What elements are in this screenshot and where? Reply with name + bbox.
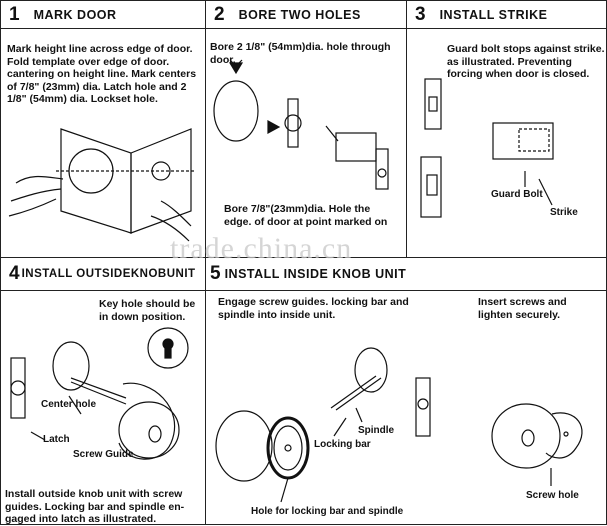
step-4-number: 4 <box>9 263 20 284</box>
watermark: trade.china.cn <box>170 232 353 265</box>
step-4-instructions-bottom: Install outside knob unit with screw gui… <box>5 488 185 525</box>
screw-guide-label: Screw Guide <box>73 449 134 460</box>
latch-label: Latch <box>43 434 70 445</box>
inside-knob-illustration <box>215 347 583 503</box>
step-4-title: INSTALL OUTSIDEKNOBUNIT <box>21 268 196 280</box>
step-3-number: 3 <box>415 3 426 25</box>
step-3-panel: 3 INSTALL STRIKE Guard bolt stops agains… <box>406 0 607 258</box>
step-1-header: 1 MARK DOOR <box>1 1 205 29</box>
step-2-header: 2 BORE TWO HOLES <box>206 1 406 29</box>
spindle-label: Spindle <box>358 425 395 436</box>
hole-for-locking-bar-label: Hole for locking bar and spindle <box>251 506 404 517</box>
step-4-panel: 4 INSTALL OUTSIDEKNOBUNIT Key hole shoul… <box>0 257 206 525</box>
step-1-panel: 1 MARK DOOR Mark height line across edge… <box>0 0 206 258</box>
center-hole-label: Center hole <box>41 399 97 410</box>
step-3-instructions: Guard bolt stops against strike. as illu… <box>447 43 605 80</box>
step-5-panel: 5 INSTALL INSIDE KNOB UNIT Engage screw … <box>205 257 607 525</box>
step-3-title: INSTALL STRIKE <box>439 7 548 22</box>
screw-hole-label: Screw hole <box>526 490 579 501</box>
step-4-header: 4 INSTALL OUTSIDEKNOBUNIT <box>1 258 205 291</box>
step-2-title: BORE TWO HOLES <box>238 7 361 22</box>
step-1-title: MARK DOOR <box>33 7 117 22</box>
step-5-number: 5 <box>210 263 221 284</box>
step-1-instructions: Mark height line across edge of door. Fo… <box>7 43 197 105</box>
guard-bolt-label: Guard Bolt <box>491 189 543 200</box>
step-5-title: INSTALL INSIDE KNOB UNIT <box>224 267 407 281</box>
step-2-number: 2 <box>214 3 225 25</box>
step-5-instructions-right: Insert screws and lighten securely. <box>478 296 567 321</box>
step-3-header: 3 INSTALL STRIKE <box>407 1 606 29</box>
install-strike-illustration <box>420 78 554 218</box>
strike-label: Strike <box>550 207 578 218</box>
bore-holes-illustration <box>213 59 389 190</box>
step-1-number: 1 <box>9 3 20 25</box>
locking-bar-label: Locking bar <box>314 439 371 450</box>
mark-door-illustration <box>8 128 196 242</box>
step-5-header: 5 INSTALL INSIDE KNOB UNIT <box>206 258 606 291</box>
step-2-panel: 2 BORE TWO HOLES Bore 2 1/8" (54mm)dia. … <box>205 0 407 258</box>
outside-knob-illustration <box>10 327 189 460</box>
step-4-instructions-top: Key hole should be in down position. <box>99 298 196 323</box>
step-5-instructions-left: Engage screw guides. locking bar and spi… <box>218 296 409 321</box>
step-2-instructions-bottom: Bore 7/8"(23mm)dia. Hole the edge. of do… <box>224 203 388 228</box>
